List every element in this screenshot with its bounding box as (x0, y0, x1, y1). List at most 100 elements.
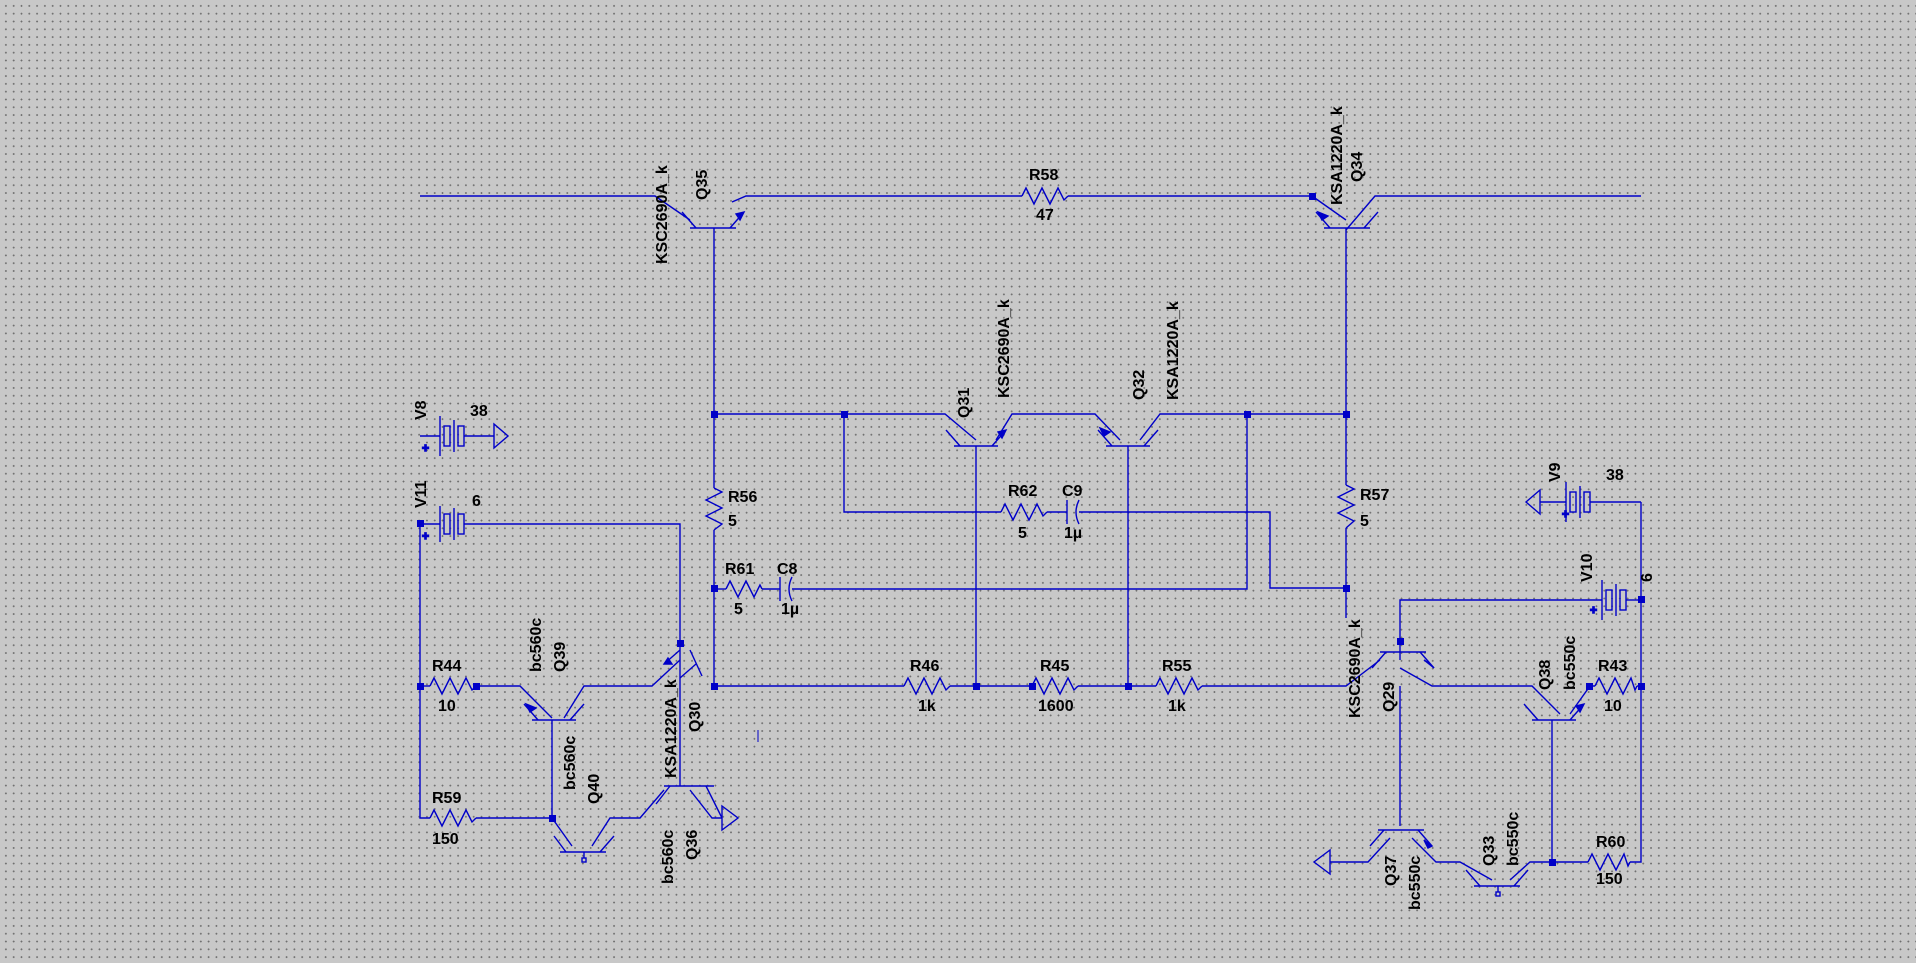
r59-ref-label: R59 (432, 790, 461, 807)
wire-c8-right (792, 414, 1248, 590)
q36-part-label: bc560c (660, 830, 677, 884)
resistor-r62-icon[interactable] (1000, 502, 1048, 522)
ground-q37-icon[interactable] (1312, 848, 1331, 876)
r44-ref-label: R44 (432, 658, 461, 675)
r62-ref-label: R62 (1008, 483, 1037, 500)
transistor-q31-icon[interactable] (945, 428, 1008, 447)
v8-ref-label: V8 (413, 400, 430, 420)
resistor-r56-icon[interactable] (704, 487, 724, 531)
resistor-r61-icon[interactable] (725, 579, 763, 599)
q29-ref-label: Q29 (1381, 682, 1398, 712)
resistor-r58-icon[interactable] (1021, 186, 1069, 206)
q40-ref-label: Q40 (586, 774, 603, 804)
sources: + + + + (420, 416, 1632, 620)
r56-value-label: 5 (728, 513, 737, 530)
battery-v9-icon[interactable]: + (1524, 482, 1612, 522)
svg-text:+: + (1562, 507, 1569, 521)
wire-mid-left (714, 413, 977, 441)
r43-value-label: 10 (1604, 698, 1622, 715)
r55-value-label: 1k (1168, 698, 1186, 715)
wires (419, 195, 1642, 881)
q38-ref-label: Q38 (1537, 660, 1554, 690)
transistor-q37-icon[interactable] (1369, 829, 1434, 849)
resistor-r46-icon[interactable] (903, 676, 951, 696)
r60-ref-label: R60 (1596, 834, 1625, 851)
r60-value-label: 150 (1596, 871, 1623, 888)
ground-q36-icon[interactable] (721, 804, 740, 832)
transistor-q29-icon[interactable] (1371, 651, 1435, 669)
wire-q37-gnd (1330, 837, 1391, 863)
resistor-r60-icon[interactable] (1587, 852, 1631, 872)
svg-text:+: + (422, 441, 429, 455)
battery-v8-icon[interactable]: + (420, 416, 510, 456)
r45-value-label: 1600 (1038, 698, 1074, 715)
resistor-r59-icon[interactable] (429, 808, 477, 828)
capacitor-c8-icon[interactable] (779, 576, 793, 602)
c9-value-label: 1µ (1064, 525, 1082, 542)
svg-text:+: + (422, 529, 429, 543)
r57-ref-label: R57 (1360, 487, 1389, 504)
wire-v11-q30 (464, 523, 681, 642)
wire-q36-gnd (689, 789, 722, 819)
junctions (417, 193, 1645, 866)
transistor-q40-icon[interactable] (553, 835, 615, 863)
r58-ref-label: R58 (1029, 167, 1058, 184)
v9-value-label: 38 (1606, 467, 1624, 484)
q32-ref-label: Q32 (1131, 370, 1148, 400)
transistors (523, 210, 1586, 897)
wire-top-q35-r58 (731, 195, 1022, 203)
r43-ref-label: R43 (1598, 658, 1627, 675)
transistor-q36-icon[interactable] (655, 780, 723, 819)
wire-r44-right (476, 685, 553, 719)
capacitors (779, 499, 1080, 602)
transistor-q35-icon[interactable] (681, 210, 746, 229)
r46-value-label: 1k (918, 698, 936, 715)
svg-text:+: + (1590, 603, 1597, 617)
wire-q39-q30 (563, 659, 681, 719)
transistor-q30-icon[interactable] (662, 642, 703, 686)
capacitor-c9-icon[interactable] (1066, 499, 1080, 525)
q37-ref-label: Q37 (1383, 856, 1400, 886)
wire-q37-q33 (1411, 837, 1493, 881)
wire-top-left (420, 195, 691, 221)
transistor-q34-icon[interactable] (1315, 210, 1379, 229)
transistor-q39-icon[interactable] (523, 702, 585, 721)
r44-value-label: 10 (438, 698, 456, 715)
grounds (721, 804, 1331, 876)
q31-ref-label: Q31 (956, 388, 973, 418)
q33-part-label: bc550c (1505, 812, 1522, 866)
wire-mid-right (1139, 413, 1346, 441)
resistor-r55-icon[interactable] (1155, 676, 1203, 696)
q31-part-label: KSC2690A_k (996, 299, 1013, 398)
transistor-q33-icon[interactable] (1465, 869, 1529, 897)
battery-v11-icon[interactable]: + (420, 506, 465, 544)
r61-value-label: 5 (734, 601, 743, 618)
q35-ref-label: Q35 (694, 170, 711, 200)
q29-part-label: KSC2690A_k (1347, 619, 1364, 718)
q39-ref-label: Q39 (552, 642, 569, 672)
q34-part-label: KSA1220A_k (1329, 106, 1346, 205)
wire-left-rail (419, 522, 430, 819)
wire-q40-emit (591, 789, 665, 847)
q39-part-label: bc560c (528, 618, 545, 672)
transistor-q32-icon[interactable] (1097, 426, 1159, 447)
v8-value-label: 38 (470, 403, 488, 420)
v10-ref-label: V10 (1579, 553, 1596, 582)
rotated-labels: KSC2690A_k Q35 KSA1220A_k Q34 KSC2690A_k… (413, 106, 1656, 910)
q38-part-label: bc550c (1562, 636, 1579, 690)
q30-part-label: KSA1220A_k (663, 679, 680, 778)
q40-part-label: bc560c (562, 736, 579, 790)
r59-value-label: 150 (432, 831, 459, 848)
r46-ref-label: R46 (910, 658, 939, 675)
v10-value-label: 6 (1639, 573, 1656, 582)
resistor-r45-icon[interactable] (1031, 676, 1079, 696)
c9-ref-label: C9 (1062, 483, 1083, 500)
resistor-r57-icon[interactable] (1336, 484, 1356, 529)
r61-ref-label: R61 (725, 561, 754, 578)
battery-v10-icon[interactable]: + (1589, 580, 1632, 620)
wire-q29-q38 (1399, 667, 1561, 715)
transistor-q38-icon[interactable] (1523, 702, 1586, 721)
resistor-r43-icon[interactable] (1594, 676, 1638, 696)
resistor-r44-icon[interactable] (429, 676, 477, 696)
